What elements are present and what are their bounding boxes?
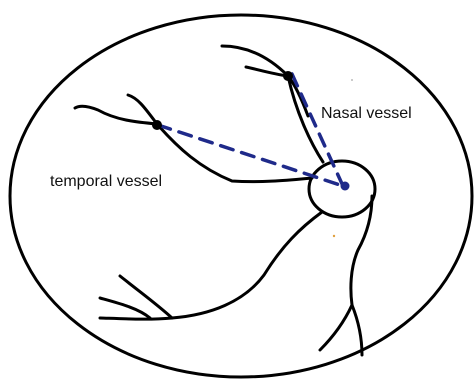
nasal-vessel-label: Nasal vessel xyxy=(321,105,412,122)
lower-vessel-trunk xyxy=(100,212,322,319)
temporal-vessel-label: temporal vessel xyxy=(50,173,162,190)
temporal-dashed-line xyxy=(158,125,343,186)
inferior-vessel-branch xyxy=(320,305,352,350)
speck xyxy=(333,235,335,237)
inferior-vessel xyxy=(351,196,372,355)
speck xyxy=(351,79,353,81)
nasal-vessel-point xyxy=(283,71,293,81)
eye-outline xyxy=(10,15,472,377)
temporal-vessel-point xyxy=(152,120,162,130)
disc-center-point xyxy=(341,182,350,191)
lower-vessel-branch xyxy=(120,276,172,318)
nasal-vessel-trunk xyxy=(222,46,323,162)
lower-vessel-branch-2 xyxy=(100,298,150,318)
temporal-vessel-trunk xyxy=(128,95,312,182)
